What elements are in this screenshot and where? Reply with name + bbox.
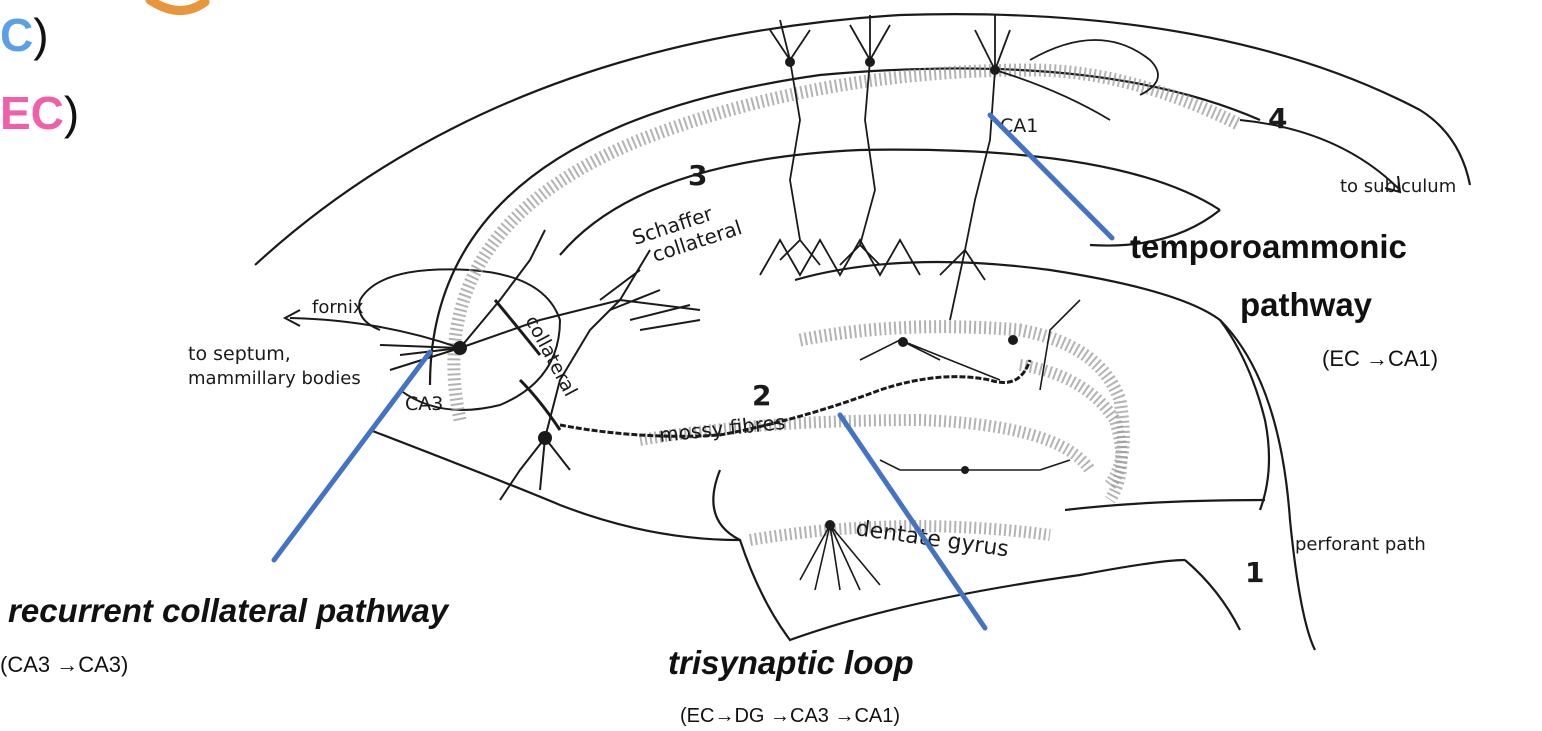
- label-mossy-fibres: mossy fibres: [658, 410, 786, 447]
- label-perforant-path: perforant path: [1295, 534, 1426, 555]
- recurrent-title: recurrent collateral pathway: [8, 592, 448, 630]
- header-fragment-1-text: C: [0, 9, 33, 61]
- temporoammonic-title-line1: temporoammonic: [1130, 228, 1407, 266]
- header-fragment-2-paren: ): [64, 87, 79, 139]
- ca3-soma-2: [538, 431, 552, 445]
- header-fragment-1-paren: ): [33, 9, 48, 61]
- outer-outline: [255, 14, 1470, 650]
- label-fornix: fornix: [312, 297, 364, 318]
- label-mammillary: mammillary bodies: [188, 368, 361, 389]
- ca1-soma-1: [785, 57, 795, 67]
- header-fragment-2: EC): [0, 90, 79, 136]
- label-region-3: 3: [688, 159, 707, 192]
- trisynaptic-title: trisynaptic loop: [668, 644, 914, 682]
- granule-soma-1: [825, 520, 835, 530]
- header-fragment-2-text: EC: [0, 87, 64, 139]
- temporoammonic-sub: (EC →CA1): [1322, 346, 1438, 372]
- label-to-subiculum: to subiculum: [1340, 176, 1456, 197]
- label-to-septum: to septum,: [188, 343, 291, 365]
- ca1-soma-3: [990, 65, 1000, 75]
- orange-arc: [150, 0, 205, 11]
- recurrent-sub: (CA3 →CA3): [0, 652, 128, 678]
- label-dentate-gyrus: dentate gyrus: [854, 516, 1010, 562]
- label-region-2: 2: [752, 379, 771, 412]
- granule-layer: [640, 365, 1121, 540]
- trisynaptic-sub: (EC→DG →CA3 →CA1): [680, 705, 900, 728]
- ca1-soma-2: [865, 57, 875, 67]
- granule-soma-3: [898, 337, 908, 347]
- label-region-1: 1: [1245, 556, 1264, 589]
- pointer-temporoammonic: [990, 115, 1112, 238]
- granule-soma-4: [1008, 335, 1018, 345]
- granule-soma-2: [961, 466, 969, 474]
- label-ca3: CA3: [405, 393, 443, 415]
- label-region-4: 4: [1268, 102, 1287, 135]
- header-fragment-1: C): [0, 12, 49, 58]
- temporoammonic-title-line2: pathway: [1240, 286, 1372, 324]
